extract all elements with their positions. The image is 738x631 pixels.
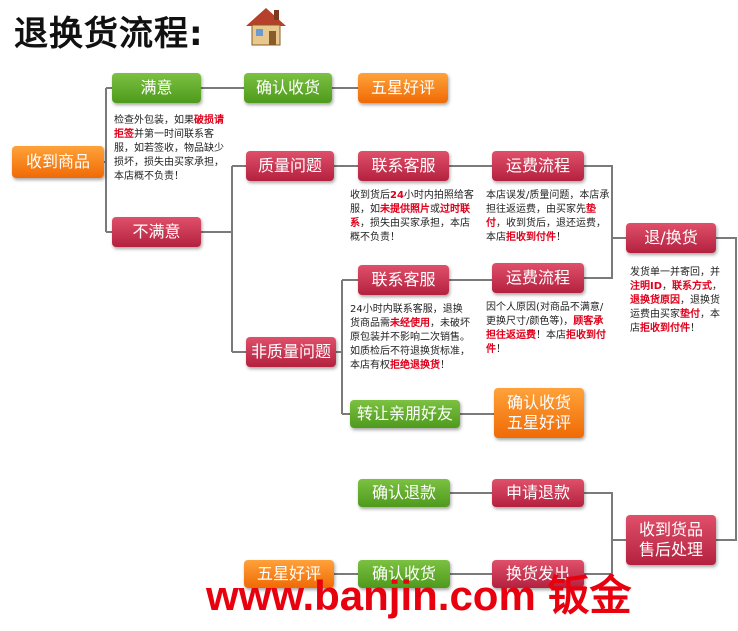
node-apply-refund: 申请退款 bbox=[492, 479, 584, 507]
node-five-star-1: 五星好评 bbox=[358, 73, 448, 103]
watermark: www.banjin.com 钣金 bbox=[206, 572, 632, 619]
node-receive-goods: 收到商品 bbox=[12, 146, 104, 178]
node-contact-cs-1: 联系客服 bbox=[358, 151, 449, 181]
node-five-star-2: 五星好评 bbox=[244, 560, 334, 588]
node-quality-issue: 质量问题 bbox=[246, 151, 334, 181]
note-return: 发货单一并寄回，并注明ID，联系方式，退换货原因，退换货运费由买家垫付，本店拒收… bbox=[630, 267, 723, 334]
node-contact-cs-2: 联系客服 bbox=[358, 265, 449, 295]
note-quality: 收到货后24小时内拍照给客服，如未提供照片或过时联系，损失由买家承担，本店概不负… bbox=[350, 190, 474, 243]
node-transfer-friend: 转让亲朋好友 bbox=[350, 400, 460, 428]
node-confirm-receipt-2: 确认收货 bbox=[358, 560, 450, 588]
node-confirm-five-line1: 确认收货 bbox=[506, 393, 571, 412]
node-return-exchange: 退/换货 bbox=[626, 223, 716, 253]
node-received-line1: 收到货品 bbox=[638, 520, 703, 539]
node-non-quality-issue: 非质量问题 bbox=[246, 337, 336, 367]
house-icon bbox=[246, 8, 286, 46]
note-shipping-2: 因个人原因(对商品不满意/更换尺寸/颜色等)，顾客承担往返运费！本店拒收到付件！ bbox=[486, 302, 606, 355]
node-received-after-sale: 收到货品 售后处理 bbox=[626, 515, 716, 565]
node-confirm-five-star: 确认收货 五星好评 bbox=[494, 388, 584, 438]
node-satisfied: 满意 bbox=[112, 73, 201, 103]
note-non-quality: 24小时内联系客服，退换货商品需未经使用，未破坏原包装并不影响二次销售。如质检后… bbox=[350, 304, 470, 371]
page-title: 退换货流程: bbox=[14, 14, 204, 54]
node-shipping-flow-1: 运费流程 bbox=[492, 151, 584, 181]
note-shipping-1: 本店误发/质量问题，本店承担往返运费，由买家先垫付，收到货后，退还运费，本店拒收… bbox=[486, 190, 610, 243]
node-shipping-flow-2: 运费流程 bbox=[492, 263, 584, 293]
node-exchange-shipped: 换货发出 bbox=[492, 560, 584, 588]
node-received-line2: 售后处理 bbox=[638, 540, 703, 559]
node-confirm-five-line2: 五星好评 bbox=[506, 413, 571, 432]
node-confirm-receipt-1: 确认收货 bbox=[244, 73, 332, 103]
node-unsatisfied: 不满意 bbox=[112, 217, 201, 247]
note-inspect: 检查外包装，如果破损请拒签并第一时间联系客服，如若签收，物品缺少损坏，损失由买家… bbox=[114, 115, 224, 182]
node-confirm-refund: 确认退款 bbox=[358, 479, 450, 507]
